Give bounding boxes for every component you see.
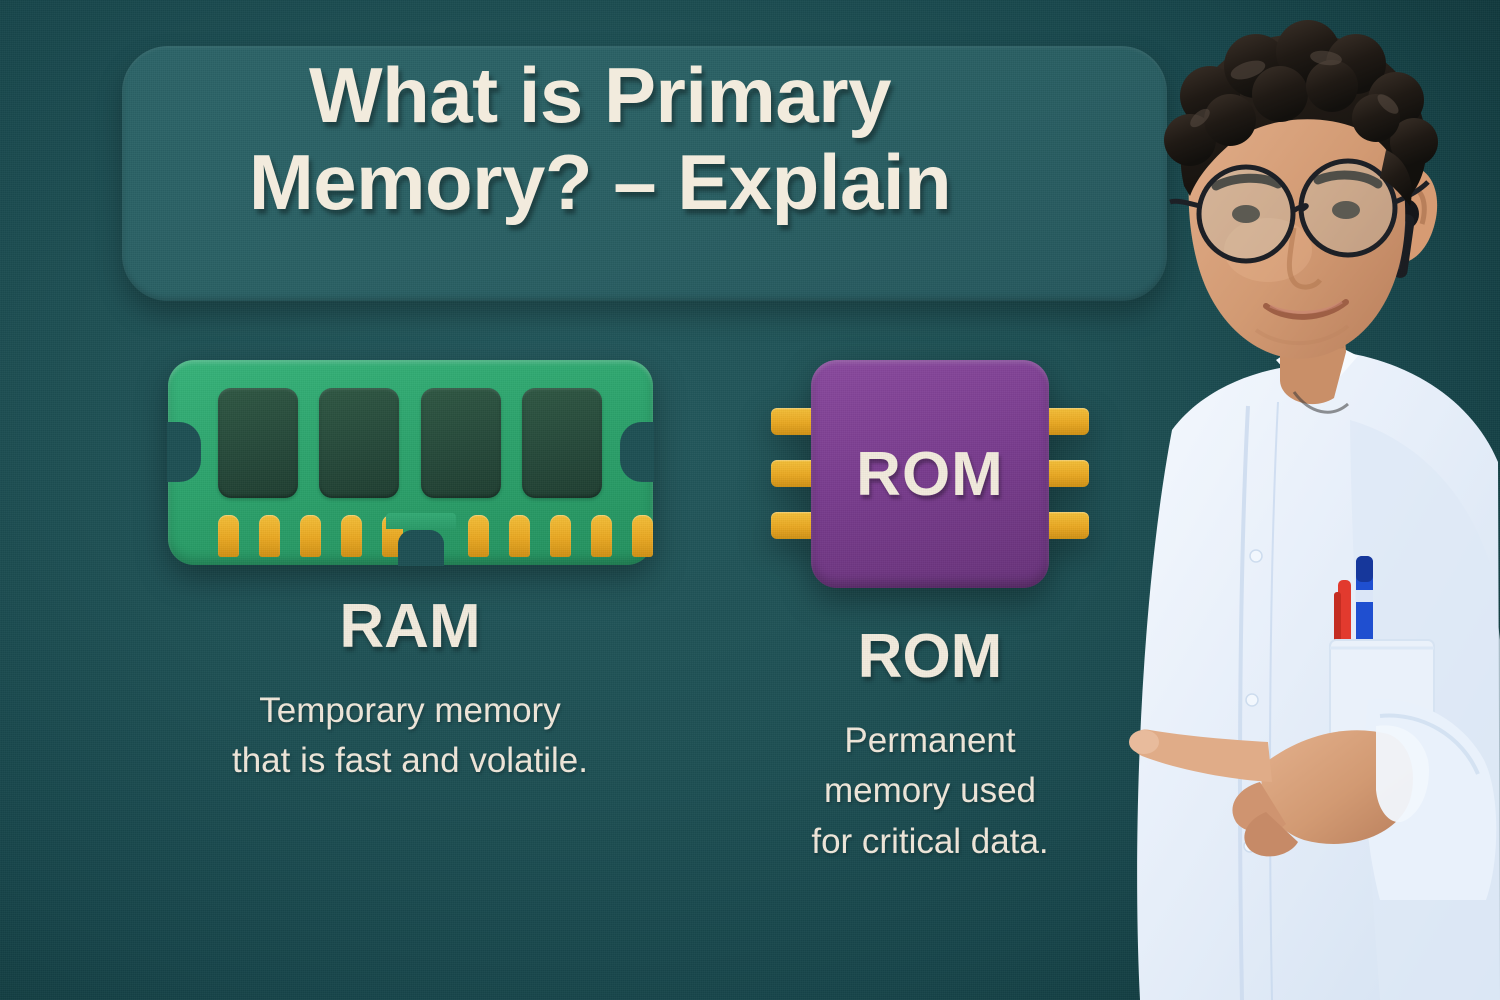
- curly-dark-hair: [1164, 20, 1438, 206]
- ram-center-step: [385, 513, 456, 529]
- rom-column: ROM ROM Permanent memory used for critic…: [730, 360, 1130, 867]
- rom-description-line-3: for critical data.: [811, 821, 1049, 861]
- page-title: What is Primary Memory? – Explain: [150, 51, 1050, 227]
- ram-pin: [467, 515, 489, 557]
- eye: [1232, 205, 1260, 223]
- ram-pin: [217, 515, 239, 557]
- ram-column: RAM Temporary memory that is fast and vo…: [110, 360, 710, 787]
- ram-pin: [258, 515, 280, 557]
- rom-description-line-1: Permanent: [844, 721, 1016, 760]
- rom-description-line-2: memory used: [823, 771, 1037, 811]
- presenter-photo: [1080, 0, 1500, 1000]
- mouth: [1263, 299, 1349, 320]
- ram-pin: [299, 515, 321, 557]
- ram-memory-chip: [217, 388, 298, 498]
- rom-chip-body: ROM: [811, 360, 1049, 588]
- eyebrow: [1211, 173, 1283, 191]
- eyebrow: [1313, 170, 1383, 189]
- ram-description-line-1: Temporary memory: [259, 691, 561, 730]
- ram-pin: [549, 515, 571, 557]
- ram-stick-icon: [166, 360, 654, 566]
- fingertip: [1129, 730, 1159, 754]
- rom-description: Permanent memory used for critical data.: [730, 716, 1130, 867]
- ram-center-notch: [397, 530, 444, 566]
- round-glasses-icon: [1169, 158, 1430, 264]
- shirt-button: [1245, 693, 1259, 707]
- ram-memory-chip: [420, 388, 501, 498]
- ram-notch-right: [619, 422, 654, 482]
- ram-description-line-2: that is fast and volatile.: [231, 741, 589, 781]
- title-line-1: What is Primary: [308, 51, 892, 139]
- ram-label: RAM: [339, 592, 481, 661]
- ram-description: Temporary memory that is fast and volati…: [110, 686, 710, 787]
- ram-notch-left: [166, 422, 201, 482]
- ram-pin: [590, 515, 612, 557]
- shirt-button: [1249, 549, 1263, 563]
- rom-chip-label: ROM: [856, 439, 1004, 509]
- rom-chip-icon: ROM: [765, 360, 1095, 595]
- ram-pin-row: [217, 513, 653, 566]
- title-line-2: Memory? – Explain: [248, 138, 952, 227]
- ram-pin: [631, 515, 653, 557]
- shirt-torso: [1137, 348, 1500, 1000]
- ram-memory-chip: [522, 388, 603, 498]
- pointing-hand-icon: [1129, 699, 1497, 900]
- title-banner: [122, 46, 1167, 301]
- ram-chip-row: [217, 388, 603, 498]
- necklace: [1292, 391, 1349, 414]
- rom-label: ROM: [857, 622, 1003, 691]
- ram-pin: [508, 515, 530, 557]
- ram-pin: [340, 515, 362, 557]
- nose: [1286, 227, 1322, 290]
- eye: [1332, 201, 1360, 219]
- ram-memory-chip: [319, 388, 400, 498]
